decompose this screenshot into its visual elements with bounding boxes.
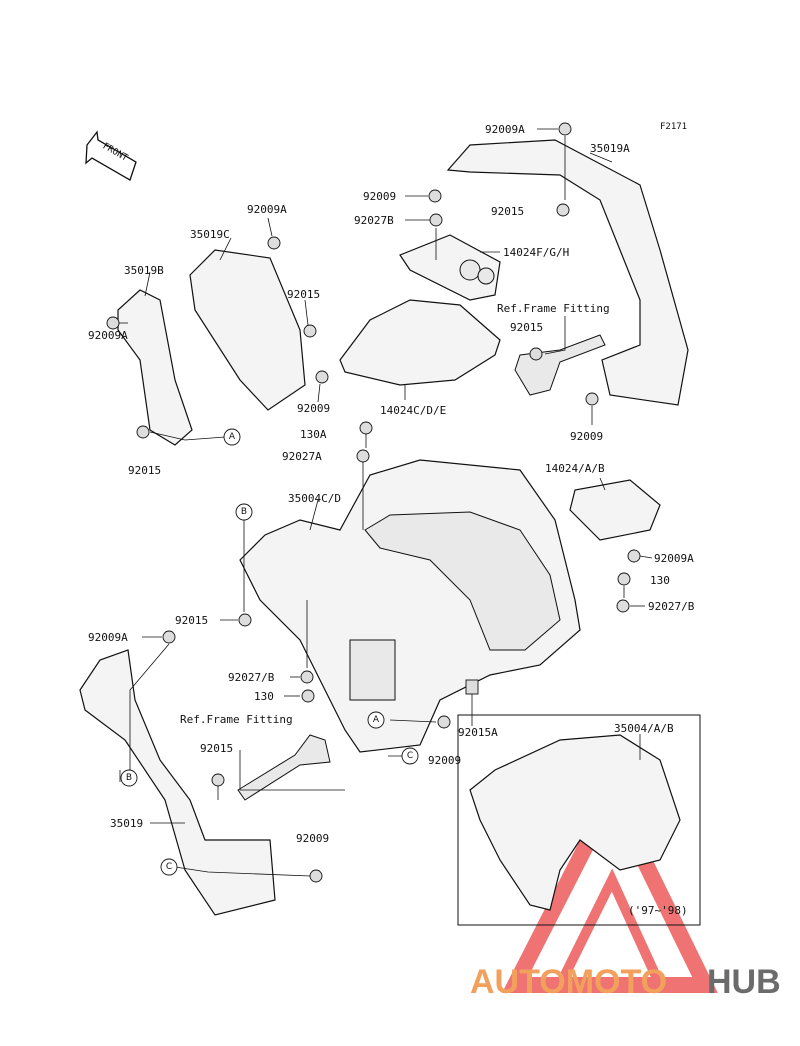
diagram-code: F2171 bbox=[660, 122, 687, 132]
label-92009a-c: 92009A bbox=[247, 203, 287, 216]
bolt-92009a-r bbox=[627, 549, 641, 563]
label-92015-b: 92015 bbox=[128, 464, 161, 477]
label-35019c: 35019C bbox=[190, 228, 230, 241]
grommet-92027b-top bbox=[429, 213, 443, 227]
bolt-92009a-top bbox=[558, 122, 572, 136]
fender-panel bbox=[349, 639, 396, 701]
nut-92015-mid bbox=[238, 613, 252, 627]
label-92009-c: 92009 bbox=[297, 402, 330, 415]
grommet-92027a bbox=[356, 449, 370, 463]
nut-92015-b bbox=[136, 425, 150, 439]
part-35019a bbox=[446, 139, 689, 406]
svg-text:C: C bbox=[166, 862, 172, 872]
label-ref-frame-top: Ref.Frame Fitting bbox=[497, 302, 610, 315]
watermark-text-hub: HUB bbox=[707, 963, 781, 1001]
bolt-92009-top bbox=[428, 189, 442, 203]
nut-92015-top bbox=[556, 203, 570, 217]
bolt-92009a-l bbox=[162, 630, 176, 644]
label-92027b-mid: 92027/B bbox=[228, 671, 275, 684]
svg-text:A: A bbox=[373, 715, 380, 725]
cover-hole-1 bbox=[459, 259, 481, 281]
callout-a-right: A bbox=[223, 428, 241, 446]
label-35019: 35019 bbox=[110, 817, 143, 830]
label-92009a-b: 92009A bbox=[88, 329, 128, 342]
bolt-92009-low bbox=[309, 869, 323, 883]
label-year: ('97~'98) bbox=[628, 904, 688, 917]
bolt-92009a-c bbox=[267, 236, 281, 250]
label-92009a-l: 92009A bbox=[88, 631, 128, 644]
label-92015a: 92015A bbox=[458, 726, 498, 739]
nut-92015-low bbox=[211, 773, 225, 787]
grommet-92027b-mid bbox=[300, 670, 314, 684]
label-92009a-top: 92009A bbox=[485, 123, 525, 136]
callout-b-low: B bbox=[120, 769, 138, 787]
watermark-text-auto: AUTOMOTO bbox=[470, 963, 667, 1001]
frame-fitting-top bbox=[514, 334, 606, 396]
label-92015-top: 92015 bbox=[491, 205, 524, 218]
bolt-130-r bbox=[617, 572, 631, 586]
svg-text:B: B bbox=[126, 773, 132, 783]
part-14024cde bbox=[339, 299, 501, 386]
hardware bbox=[106, 122, 641, 883]
callout-b-top: B bbox=[235, 503, 253, 521]
bolt-92009-mid bbox=[437, 715, 451, 729]
bolt-130a bbox=[359, 421, 373, 435]
label-92009-right: 92009 bbox=[570, 430, 603, 443]
part-14024fgh bbox=[399, 234, 501, 301]
part-35019 bbox=[79, 649, 276, 916]
callout-c-mid: C bbox=[401, 747, 419, 765]
label-92027a: 92027A bbox=[282, 450, 322, 463]
label-14024ab: 14024/A/B bbox=[545, 462, 605, 475]
label-35004ab: 35004/A/B bbox=[614, 722, 674, 735]
part-35019c bbox=[189, 249, 306, 411]
callout-a-mid: A bbox=[367, 711, 385, 729]
callout-c-low: C bbox=[160, 858, 178, 876]
label-14024fgh: 14024F/G/H bbox=[503, 246, 569, 259]
label-35019a: 35019A bbox=[590, 142, 630, 155]
bolt-130-mid bbox=[301, 689, 315, 703]
fender-inner-opening bbox=[364, 511, 561, 651]
label-92015-c: 92015 bbox=[287, 288, 320, 301]
label-92015-ref: 92015 bbox=[510, 321, 543, 334]
label-ref-frame-bottom: Ref.Frame Fitting bbox=[180, 713, 293, 726]
label-130a: 130A bbox=[300, 428, 327, 441]
label-92009-mid: 92009 bbox=[428, 754, 461, 767]
bolt-92009a-b bbox=[106, 316, 120, 330]
clip-92015a bbox=[465, 679, 479, 695]
part-35019b bbox=[117, 289, 193, 446]
bolt-92009-right bbox=[585, 392, 599, 406]
label-130-r: 130 bbox=[650, 574, 670, 587]
svg-text:C: C bbox=[407, 751, 413, 761]
part-35004ab bbox=[469, 734, 681, 911]
part-14024ab bbox=[569, 479, 661, 541]
label-14024cde: 14024C/D/E bbox=[380, 404, 446, 417]
leader-lines bbox=[119, 128, 653, 877]
nut-92015-ref bbox=[529, 347, 543, 361]
label-92015-low: 92015 bbox=[200, 742, 233, 755]
label-92009a-r: 92009A bbox=[654, 552, 694, 565]
label-92027b-r: 92027/B bbox=[648, 600, 695, 613]
nut-92015-c bbox=[303, 324, 317, 338]
watermark-logo bbox=[501, 777, 718, 993]
grommet-92027b-r bbox=[616, 599, 630, 613]
label-92009-top: 92009 bbox=[363, 190, 396, 203]
label-92027b-top: 92027B bbox=[354, 214, 394, 227]
svg-text:B: B bbox=[241, 507, 247, 517]
label-92015-mid: 92015 bbox=[175, 614, 208, 627]
label-130-mid: 130 bbox=[254, 690, 274, 703]
label-35004cd: 35004C/D bbox=[288, 492, 341, 505]
frame-fitting-bottom bbox=[237, 734, 331, 801]
svg-text:A: A bbox=[229, 432, 236, 442]
label-92009-low: 92009 bbox=[296, 832, 329, 845]
cover-hole-2 bbox=[477, 267, 495, 285]
bolt-92009-c bbox=[315, 370, 329, 384]
inset-box bbox=[457, 714, 701, 926]
label-35019b: 35019B bbox=[124, 264, 164, 277]
front-arrow-icon: FRONT bbox=[85, 130, 137, 181]
